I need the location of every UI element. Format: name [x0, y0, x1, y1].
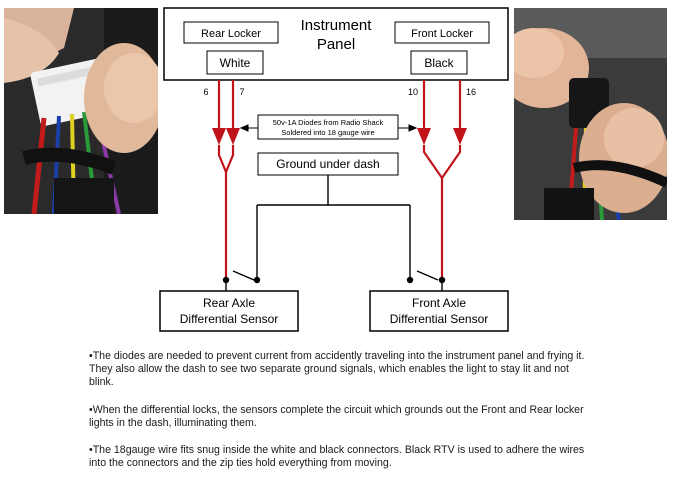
- diode-pin-7: [226, 128, 240, 145]
- front-locker-box: [394, 21, 490, 44]
- pin-6-label: 6: [203, 87, 208, 97]
- black-connector-photo: [514, 8, 667, 220]
- note-diodes: •The diodes are needed to prevent curren…: [89, 350, 585, 389]
- black-connector-label: Black: [424, 56, 454, 70]
- pin-16-label: 16: [466, 87, 476, 97]
- white-connector-label: White: [220, 56, 251, 70]
- rear-sensor-line2: Differential Sensor: [180, 312, 279, 326]
- rear-locker-label: Rear Locker: [201, 28, 261, 40]
- diode-pin-16: [453, 128, 467, 145]
- front-switch: [416, 270, 439, 281]
- panel-title-line2: Panel: [317, 36, 355, 53]
- panel-title-line1: Instrument: [301, 17, 373, 34]
- pin-7-label: 7: [239, 87, 244, 97]
- front-sensor-box: [369, 290, 509, 332]
- notes: •The diodes are needed to prevent curren…: [89, 350, 589, 484]
- front-sensor-line1: Front Axle: [412, 296, 466, 310]
- diode-pin-10: [417, 128, 431, 145]
- note-differential: •When the differential locks, the sensor…: [89, 403, 584, 429]
- rear-locker-box: [183, 21, 279, 44]
- diode-pin-6: [212, 128, 226, 145]
- note-wire-fit: •The 18gauge wire fits snug inside the w…: [89, 444, 585, 470]
- black-connector-box: [410, 50, 468, 75]
- white-connector-photo: [4, 8, 158, 214]
- front-locker-label: Front Locker: [411, 28, 473, 40]
- front-splice: [422, 145, 462, 180]
- pin-10-label: 10: [408, 87, 418, 97]
- front-sensor-line2: Differential Sensor: [390, 312, 489, 326]
- rear-sensor-line1: Rear Axle: [203, 296, 255, 310]
- rear-splice: [217, 145, 235, 175]
- rear-switch: [232, 270, 255, 281]
- ground-label: Ground under dash: [276, 157, 379, 171]
- rear-sensor-box: [159, 290, 299, 332]
- diode-note-line1: 50v-1A Diodes from Radio Shack: [273, 118, 384, 127]
- white-connector-box: [206, 50, 264, 75]
- diode-note-box: [257, 114, 399, 140]
- diode-note-line2: Soldered into 18 gauge wire: [281, 128, 374, 137]
